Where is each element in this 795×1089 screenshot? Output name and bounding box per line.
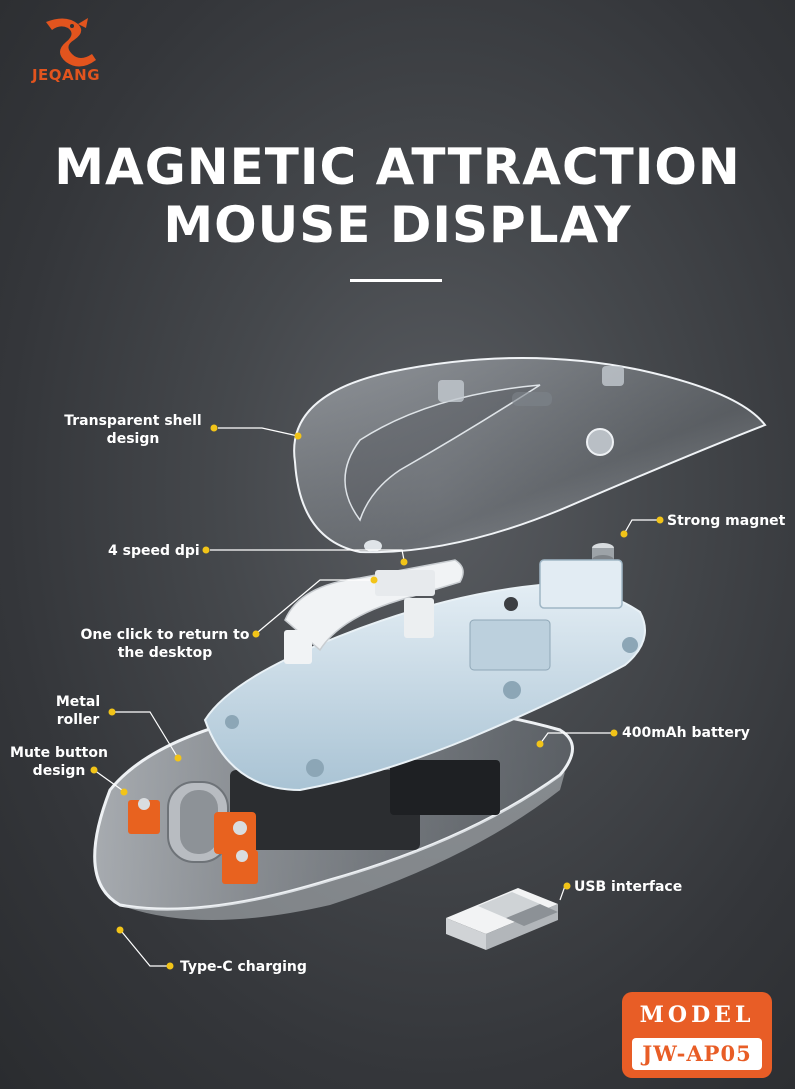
dot-transparent-shell [210,424,218,432]
brand-name: JEQANG [31,66,101,84]
dot-speed-dpi [202,546,210,554]
dot-strong-magnet [656,516,664,524]
callout-lines [93,427,657,967]
callout-mute-button-line1: Mute button [10,745,108,761]
dragon-icon [46,18,96,67]
headline-line-2: MOUSE DISPLAY [163,196,632,254]
usb-receiver [446,888,558,950]
brand-logo: JEQANG [16,14,116,94]
callout-dots [90,424,664,970]
callout-mute-button-line2: design [32,763,86,779]
callout-speed-dpi: 4 speed dpi [108,543,200,559]
dot-typec-end [116,926,124,934]
callout-one-click-line1: One click to return to [80,627,250,643]
dot-magnet-end [620,530,628,538]
dot-dpi-end [400,558,408,566]
callout-battery: 400mAh battery [622,725,750,741]
dot-one-click [252,630,260,638]
dot-battery-end [536,740,544,748]
callout-one-click: One click to return to the desktop [80,626,250,662]
model-number: JW-AP05 [632,1038,762,1070]
callout-metal-roller: Metal roller [50,693,106,729]
callout-metal-roller-line1: Metal [55,694,101,710]
callout-transparent-shell-line1: Transparent shell [64,413,202,429]
callout-metal-roller-line2: roller [56,712,100,728]
dot-one-click-end [370,576,378,584]
callout-strong-magnet: Strong magnet [667,513,786,529]
dot-typec [166,962,174,970]
dot-roller-end [174,754,182,762]
transparent-shell [293,357,767,554]
metal-roller-assembly [128,781,258,884]
dot-shell-end [294,432,302,440]
callout-mute-button: Mute button design [6,744,112,780]
callout-transparent-shell-line2: design [106,431,160,447]
callout-transparent-shell: Transparent shell design [62,412,204,448]
inner-chassis [203,559,646,792]
model-badge: MODEL JW-AP05 [622,992,772,1078]
dot-usb [563,882,571,890]
headline-line-1: MAGNETIC ATTRACTION [54,138,741,196]
dpi-button-board [284,559,464,664]
dot-battery [610,729,618,737]
callout-typec: Type-C charging [180,959,307,975]
callout-usb: USB interface [574,879,683,895]
dot-mute-button [90,766,98,774]
dot-metal-roller [108,708,116,716]
model-heading: MODEL [639,1002,755,1028]
title-divider [350,279,442,282]
dot-mute-end [120,788,128,796]
callout-one-click-line2: the desktop [117,645,213,661]
